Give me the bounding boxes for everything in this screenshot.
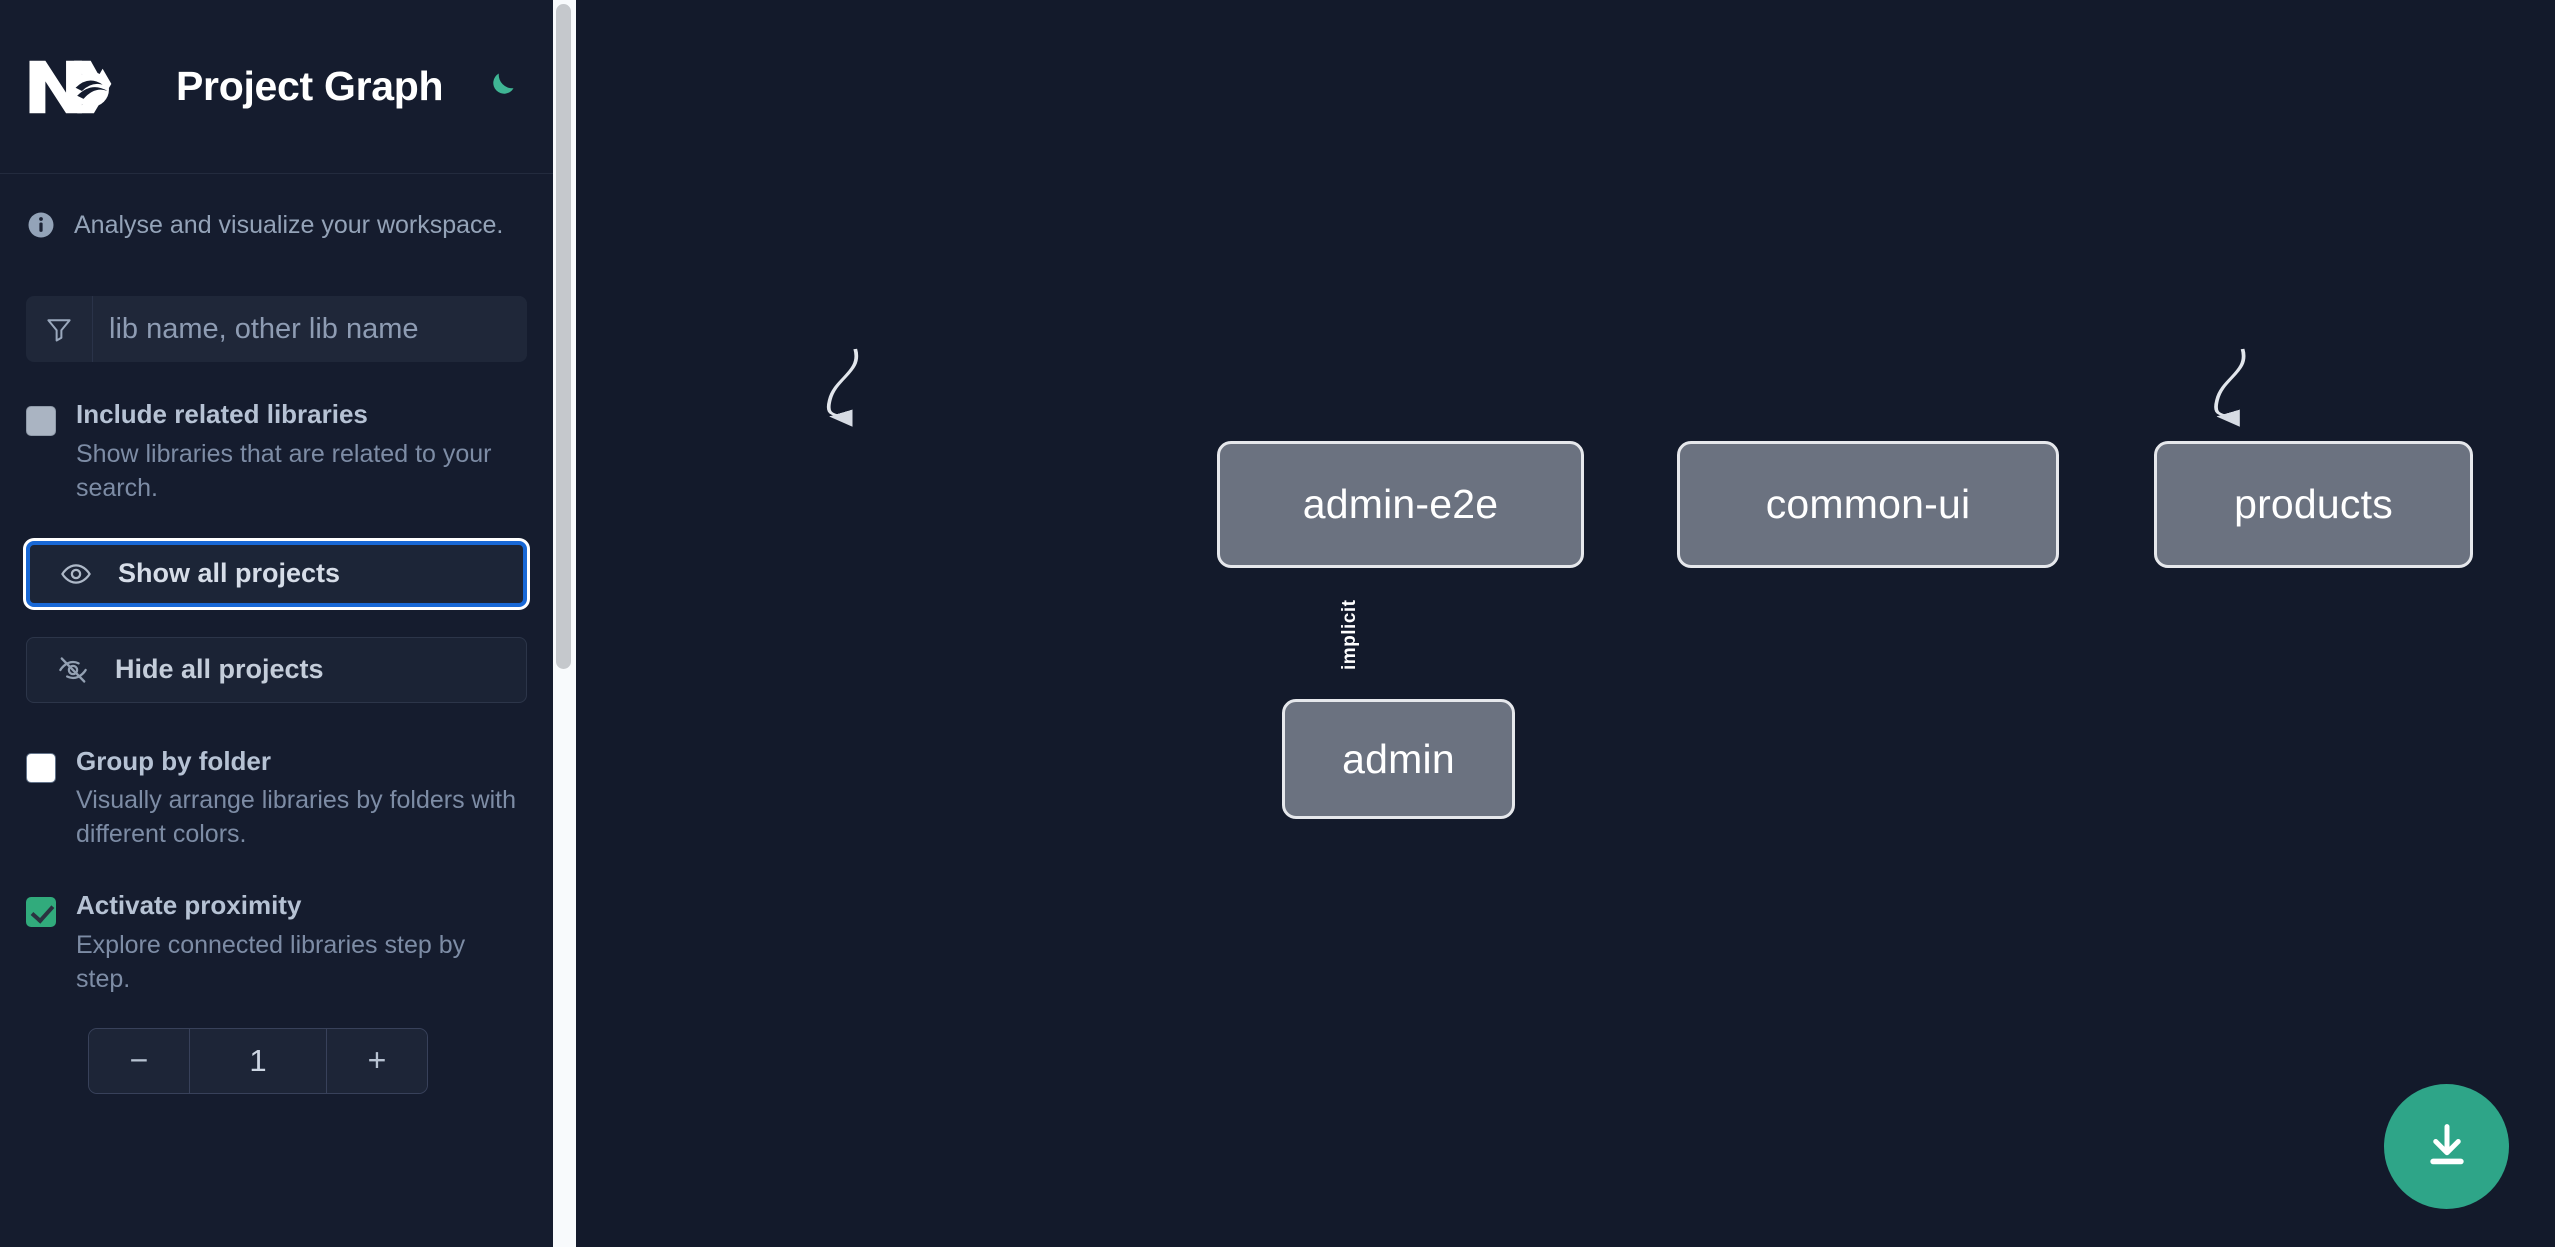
proximity-stepper[interactable]: − 1 +: [88, 1027, 428, 1094]
edge-store-e2e-store: [2214, 348, 2246, 427]
moon-icon[interactable]: [479, 66, 521, 108]
download-graph-button[interactable]: [2384, 1084, 2509, 1209]
graph-node-admin[interactable]: admin: [1282, 699, 1515, 819]
hide-all-projects-label: Hide all projects: [115, 654, 324, 685]
option-label: Group by folder: [76, 745, 271, 776]
option-label: Include related libraries: [76, 399, 368, 429]
eye-off-icon: [53, 654, 93, 686]
graph-edges: [826, 348, 2246, 427]
graph-node-products[interactable]: products: [2154, 441, 2473, 568]
download-icon: [2421, 1119, 2473, 1174]
option-group-by-folder[interactable]: Group by folder Visually arrange librari…: [0, 745, 553, 852]
proximity-decrement-button[interactable]: −: [89, 1028, 190, 1093]
hide-all-projects-button[interactable]: Hide all projects: [26, 636, 527, 703]
option-include-related-libraries[interactable]: Include related libraries Show libraries…: [0, 400, 553, 505]
option-description: Show libraries that are related to your …: [76, 439, 492, 502]
graph-node-label: common-ui: [1765, 481, 1971, 527]
page-title: Project Graph: [176, 63, 444, 109]
search-input[interactable]: [93, 296, 527, 362]
edge-admin-e2e-admin: [826, 348, 859, 427]
option-activate-proximity[interactable]: Activate proximity Explore connected lib…: [0, 891, 553, 996]
checkbox-activate-proximity[interactable]: [26, 897, 56, 928]
proximity-increment-button[interactable]: +: [326, 1028, 427, 1093]
workspace-info: Analyse and visualize your workspace.: [0, 174, 553, 240]
filter-funnel-icon: [26, 296, 93, 362]
nx-logo-icon: [26, 56, 122, 118]
workspace-info-text: Analyse and visualize your workspace.: [74, 210, 504, 239]
checkbox-include-related-libraries[interactable]: [26, 406, 56, 436]
search-field[interactable]: [26, 296, 527, 362]
graph-node-label: admin-e2e: [1302, 481, 1499, 527]
graph-node-label: admin: [1342, 735, 1455, 782]
checkbox-group-by-folder[interactable]: [26, 752, 56, 783]
sidebar-header: Project Graph: [0, 0, 553, 174]
info-circle-icon: [26, 210, 56, 240]
sidebar: Project Graph Analyse and visualize your…: [0, 0, 553, 1247]
option-label: Activate proximity: [76, 890, 302, 921]
edge-label-admin-implicit: implicit: [1339, 599, 1360, 670]
eye-icon: [56, 558, 96, 590]
graph-canvas[interactable]: admin-e2e common-ui products store-e2e a…: [553, 0, 2555, 1247]
proximity-value[interactable]: 1: [190, 1028, 326, 1093]
graph-node-label: products: [2234, 481, 2393, 527]
show-all-projects-button[interactable]: Show all projects: [26, 540, 527, 607]
show-all-projects-label: Show all projects: [118, 558, 341, 589]
sidebar-scrollbar[interactable]: [553, 0, 576, 1247]
graph-node-common-ui[interactable]: common-ui: [1677, 441, 2059, 568]
option-description: Visually arrange libraries by folders wi…: [76, 786, 517, 849]
graph-node-admin-e2e[interactable]: admin-e2e: [1217, 441, 1584, 568]
sidebar-body: Analyse and visualize your workspace. In…: [0, 174, 553, 1094]
sidebar-scrollbar-thumb[interactable]: [556, 4, 571, 669]
option-description: Explore connected libraries step by step…: [76, 930, 466, 993]
